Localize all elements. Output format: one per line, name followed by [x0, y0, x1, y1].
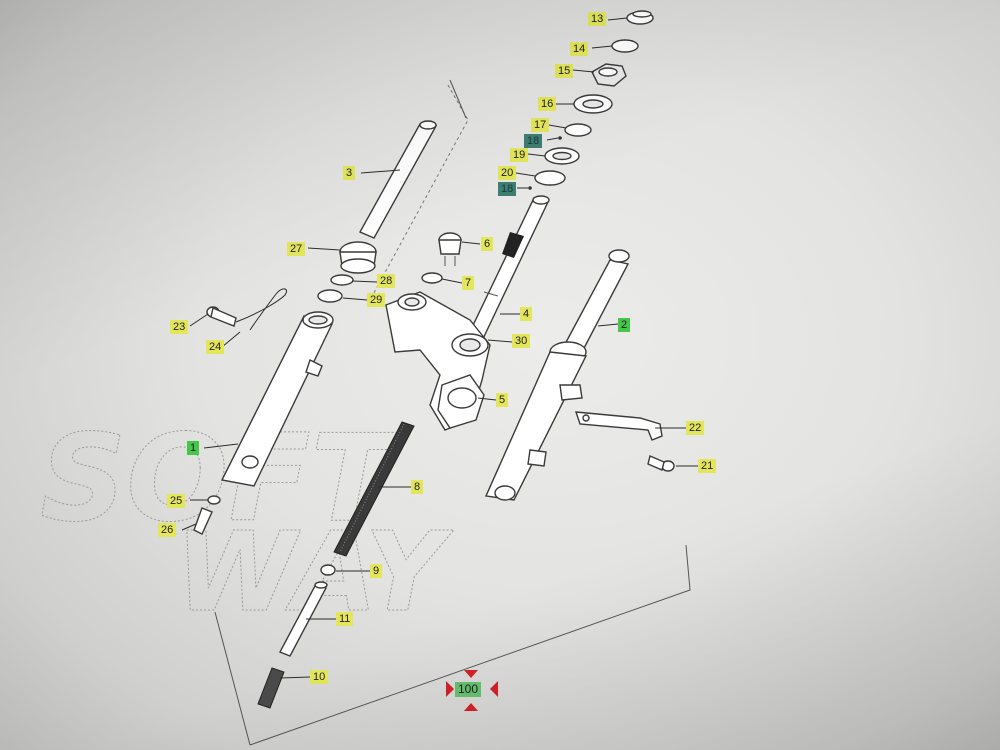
callout-18-lower[interactable]: 18: [498, 182, 517, 196]
callout-6[interactable]: 6: [481, 237, 494, 251]
washer-25: [207, 495, 221, 505]
lower-yoke: [385, 291, 491, 431]
callout-20[interactable]: 20: [498, 166, 517, 180]
lower-small-parts: [193, 495, 336, 709]
steering-stem-4: [465, 195, 550, 346]
nav-arrows-icon[interactable]: [446, 670, 498, 711]
spring-8: [333, 421, 415, 557]
callout-13[interactable]: 13: [588, 12, 607, 26]
leader-lines: [181, 17, 698, 679]
steering-rings: [528, 10, 654, 190]
frame-lines: [214, 79, 691, 746]
callout-26[interactable]: 26: [158, 523, 177, 537]
callout-24[interactable]: 24: [206, 340, 225, 354]
tube-2: [562, 259, 630, 353]
ring-20: [534, 170, 566, 186]
tube-3: [359, 123, 438, 239]
callout-5[interactable]: 5: [496, 393, 509, 407]
callout-11[interactable]: 11: [336, 612, 354, 626]
callout-9[interactable]: 9: [370, 564, 383, 578]
callout-10[interactable]: 10: [310, 670, 329, 684]
washer-7: [421, 272, 443, 284]
callout-19[interactable]: 19: [510, 148, 529, 162]
callout-21[interactable]: 21: [698, 459, 717, 473]
ring-17: [564, 123, 592, 137]
callout-18-upper[interactable]: 18: [524, 134, 543, 148]
seal-29: [317, 289, 343, 303]
watermark-line2: WAY: [175, 508, 454, 636]
watermark-line1: SOFT: [40, 410, 400, 549]
callout-22[interactable]: 22: [686, 421, 705, 435]
callout-2[interactable]: 2: [618, 318, 631, 332]
callout-8[interactable]: 8: [411, 480, 424, 494]
arrow-up-icon: [464, 670, 478, 678]
callout-15[interactable]: 15: [555, 64, 574, 78]
right-fork: [484, 249, 675, 501]
slider-2: [484, 351, 588, 501]
arrow-right-icon: [490, 681, 498, 697]
callout-1[interactable]: 1: [187, 441, 200, 455]
callout-16[interactable]: 16: [538, 97, 557, 111]
callout-25[interactable]: 25: [167, 494, 186, 508]
callout-4[interactable]: 4: [520, 307, 533, 321]
bolt-6: [438, 232, 462, 266]
bolt-23: [206, 288, 288, 331]
bracket-22: [574, 411, 663, 441]
watermark: SOFT WAY: [40, 410, 455, 637]
arrow-left-icon: [446, 681, 454, 697]
callout-27[interactable]: 27: [287, 242, 306, 256]
left-fork: [220, 120, 438, 487]
callout-3[interactable]: 3: [343, 166, 356, 180]
callout-7[interactable]: 7: [462, 276, 475, 290]
callout-23[interactable]: 23: [170, 320, 189, 334]
callout-17[interactable]: 17: [531, 118, 550, 132]
callout-30[interactable]: 30: [512, 334, 531, 348]
ring-9: [320, 564, 336, 576]
callout-100[interactable]: 100: [455, 682, 482, 697]
callout-29[interactable]: 29: [367, 293, 386, 307]
arrow-down-icon: [464, 703, 478, 711]
ring-14: [611, 39, 639, 53]
callout-28[interactable]: 28: [377, 274, 396, 288]
seal-28: [330, 274, 354, 286]
callout-14[interactable]: 14: [570, 42, 589, 56]
spring-10: [257, 667, 285, 709]
bolt-26: [193, 507, 213, 535]
